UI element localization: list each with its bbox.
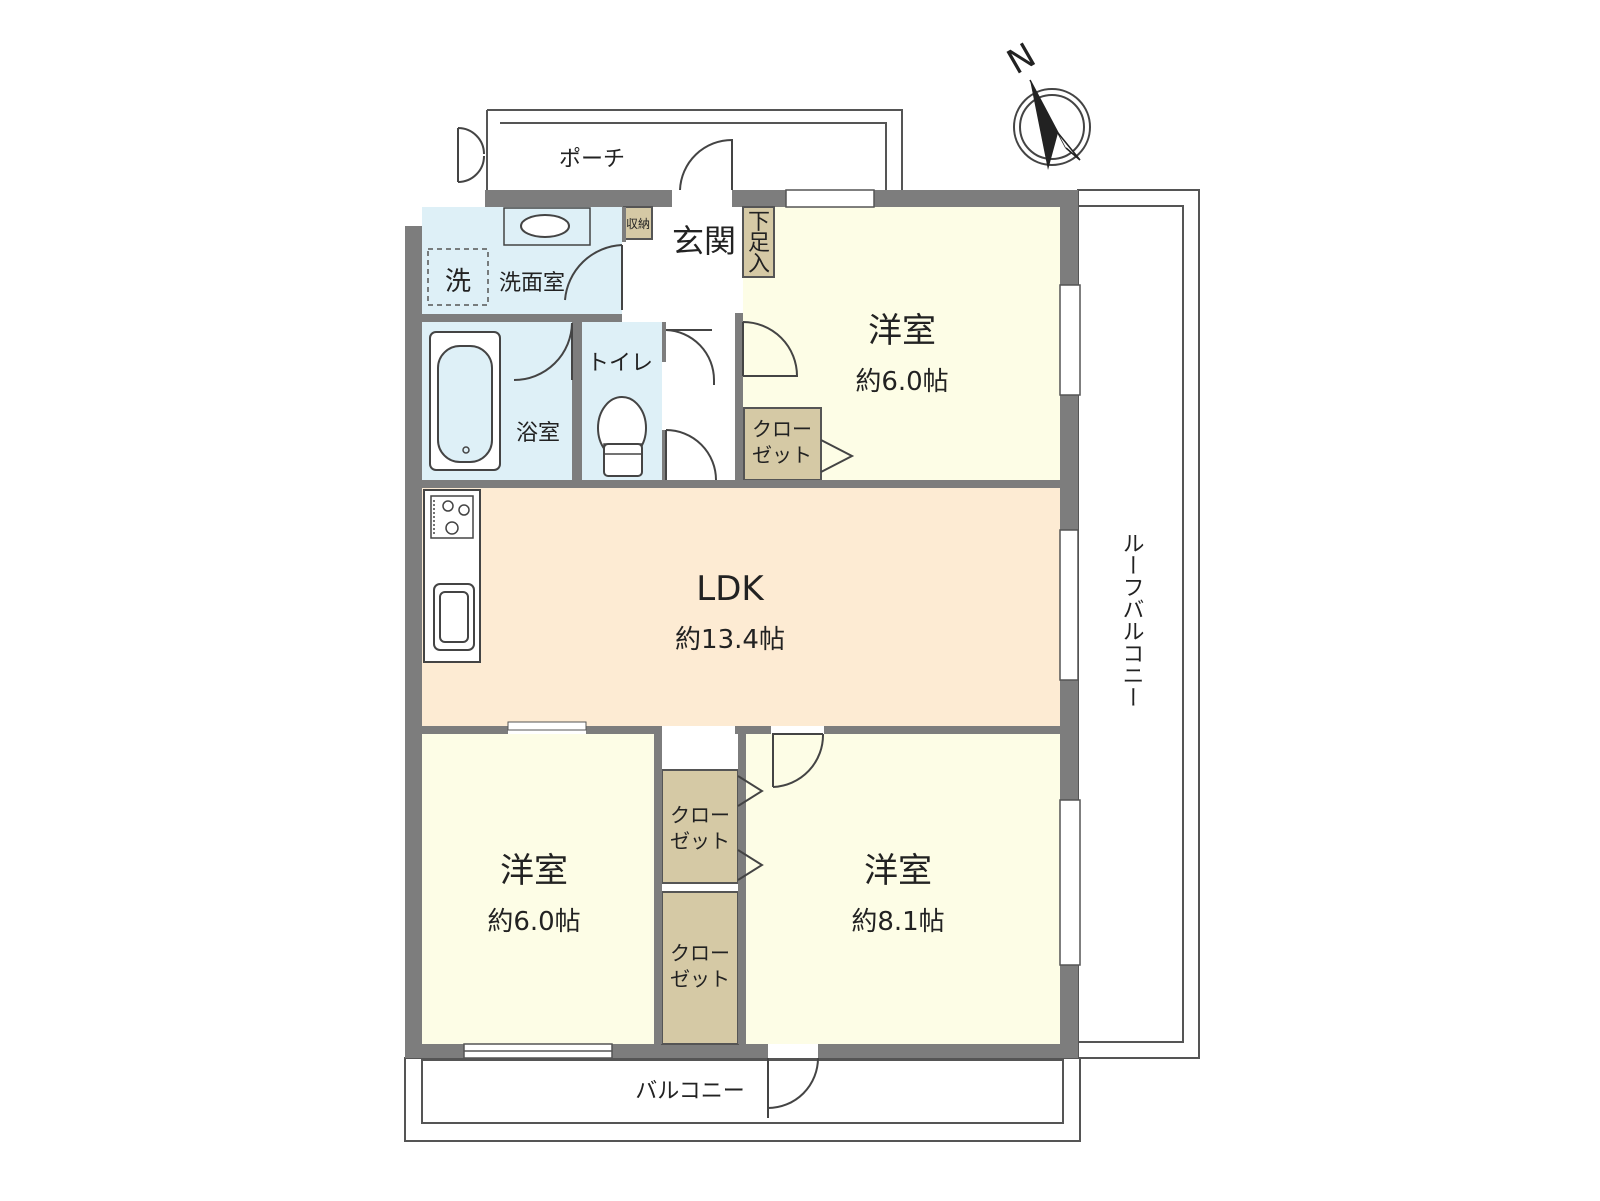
label-ldk-size: 約13.4帖: [675, 625, 785, 655]
label-storage: 収納: [626, 217, 650, 231]
door-swings: [457, 127, 825, 1118]
label-closet-2: クロー ゼット: [670, 803, 730, 853]
kitchen-counter: [423, 489, 481, 663]
stove-icon: [430, 495, 474, 539]
storage-fill: [623, 206, 653, 240]
porch-outline: [486, 109, 903, 192]
washbasin-icon: [503, 207, 591, 246]
label-roof-balcony: ルーフバルコニー: [1119, 532, 1144, 708]
label-western3-size: 約8.1帖: [851, 907, 944, 937]
label-shoe-box: 下 足 入: [748, 210, 770, 277]
label-closet-1: クロー ゼット: [752, 417, 812, 467]
label-genkan: 玄関: [672, 222, 736, 260]
north-arrow-icon: [1013, 79, 1091, 170]
closet-2-line1: クロー: [670, 803, 730, 827]
label-closet-3: クロー ゼット: [670, 941, 730, 991]
label-washroom: 洗面室: [499, 271, 565, 296]
interior-walls: [422, 207, 1060, 1044]
closet-1-line1: クロー: [752, 417, 812, 441]
label-western2-size: 約6.0帖: [487, 907, 580, 937]
closet-3-line2: ゼット: [670, 967, 730, 991]
closet-2-line2: ゼット: [670, 829, 730, 853]
label-western2-name: 洋室: [500, 851, 568, 891]
shoe-box-char-3: 入: [748, 252, 770, 277]
label-western3-name: 洋室: [864, 851, 932, 891]
closet-door-marks: [737, 439, 855, 881]
room-western2-fill: [422, 734, 654, 1044]
label-western1-name: 洋室: [868, 311, 936, 351]
label-toilet: トイレ: [587, 351, 653, 376]
closet-3-line1: クロー: [670, 941, 730, 965]
washer-icon: [427, 248, 489, 306]
shoe-box-char-1: 下: [748, 210, 770, 235]
room-western3-fill: [743, 734, 1060, 1044]
closet-2-fill: [661, 769, 739, 884]
label-western1-size: 約6.0帖: [855, 367, 948, 397]
label-ldk-name: LDK: [696, 569, 765, 609]
compass-north-label: N: [1000, 35, 1042, 82]
label-balcony: バルコニー: [635, 1079, 745, 1104]
label-bath: 浴室: [516, 421, 560, 446]
windows: [463, 189, 1081, 1059]
shoe-box-char-2: 足: [748, 231, 770, 256]
label-washer: 洗: [445, 267, 471, 297]
label-porch: ポーチ: [559, 147, 625, 172]
toilet-icon: [597, 396, 647, 477]
closet-1-line2: ゼット: [752, 443, 812, 467]
sink-icon: [433, 583, 475, 651]
closet-3-fill: [661, 891, 739, 1045]
bathtub-icon: [429, 331, 501, 471]
room-ldk-fill: [422, 488, 1060, 726]
shoe-box-fill: [742, 206, 775, 278]
